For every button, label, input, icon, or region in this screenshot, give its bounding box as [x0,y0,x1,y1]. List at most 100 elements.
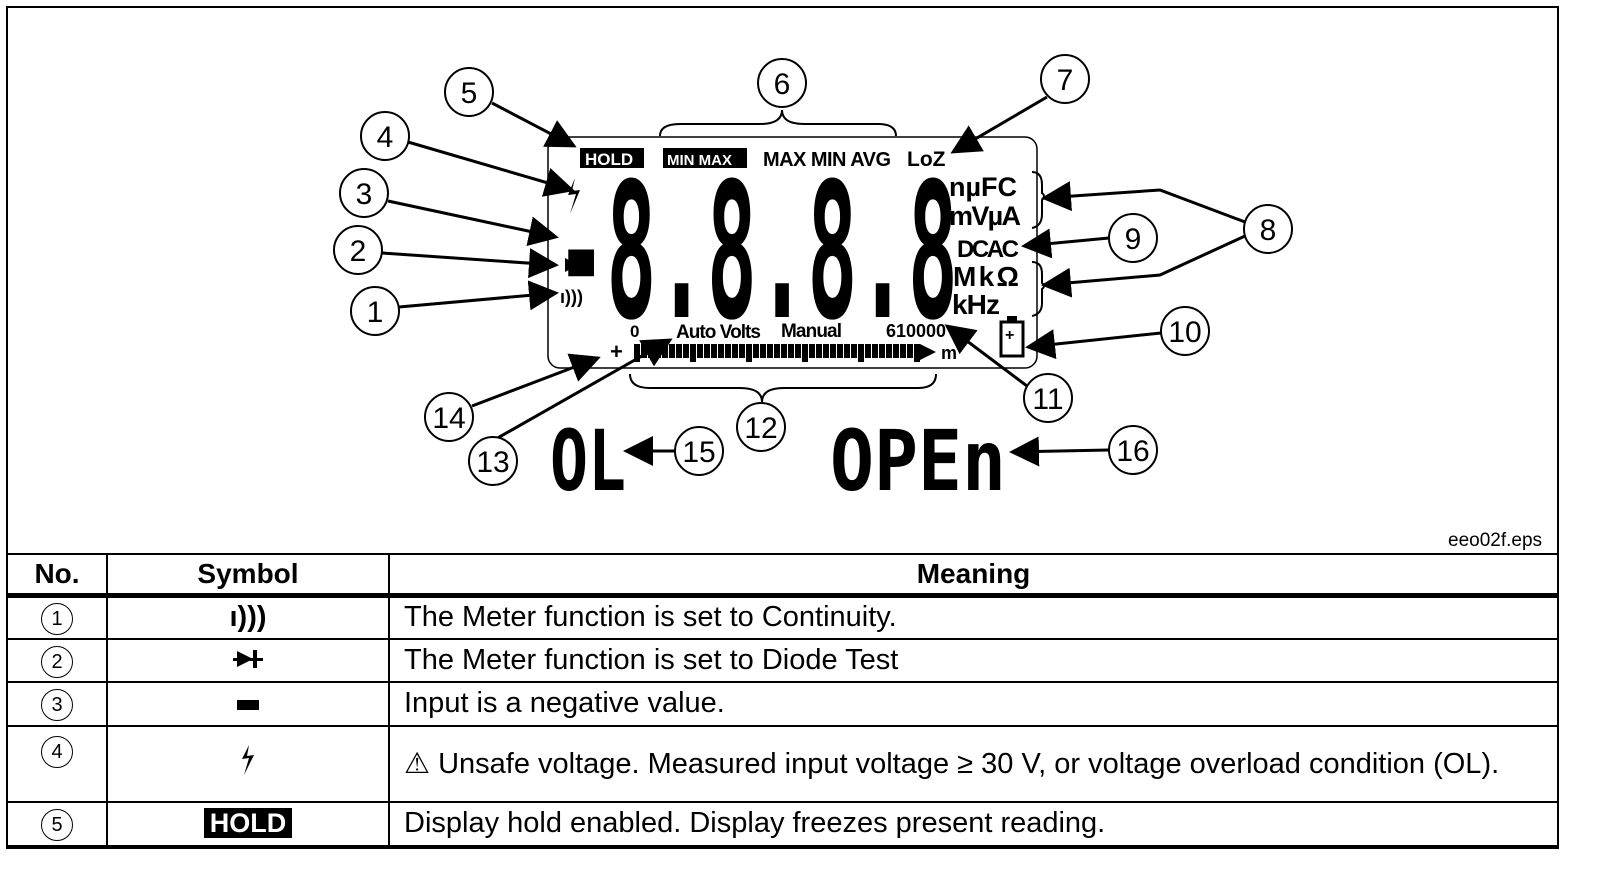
diode-icon [233,649,263,668]
callout-number: 2 [350,235,367,268]
callout-10 [1160,306,1210,356]
bar-overflow-arrow [920,344,936,360]
row-number: 3 [41,689,73,721]
bar-segment [704,344,710,358]
bar-segment [739,344,745,358]
minmax-bg [663,148,747,168]
bar-segment [816,344,822,358]
row-meaning: Input is a negative value. [388,680,1559,727]
row-number: 5 [41,809,73,841]
max-min-avg-indicator: MAX MIN AVG [763,149,891,171]
bar-segment [718,344,724,358]
bar-segment [697,344,703,358]
auto-volts-indicator: Auto Volts [676,322,761,343]
bar-segment [795,344,801,358]
callout-number: 7 [1057,64,1074,97]
manual-indicator: Manual [781,321,842,342]
row-meaning: The Meter function is set to Continuity. [388,594,1559,640]
leader-arrow [387,199,559,247]
callout-number: 11 [1032,383,1063,416]
bar-segment [774,344,780,358]
leader-arrow [1041,181,1246,224]
bar-segment [872,344,878,358]
callout-5 [444,67,494,117]
warning-triangle-icon: ⚠ [404,747,430,780]
bar-segment [662,344,668,358]
bar-unit: m [941,343,957,363]
leader-arrow [944,324,1028,388]
units-row1: nµFC [949,172,1017,202]
callout-leaders [381,95,1246,467]
bar-segment [767,344,773,358]
leader-arrow [472,338,673,454]
callout-number: 14 [432,402,465,435]
callout-14 [424,392,474,442]
callout-3 [339,168,389,218]
leader-arrow [1041,234,1246,298]
brace-units-bottom [1031,261,1045,317]
bar-segment [900,344,906,358]
minmax-indicator: MIN MAX [667,152,732,169]
leader-arrow [1021,228,1110,259]
header-symbol: Symbol [106,553,390,598]
bar-max-label: 610000 [886,321,946,341]
leader-arrow [1009,436,1110,467]
leader-arrow [950,95,1048,154]
bar-segment [711,344,717,358]
callout-6 [757,58,807,108]
svg-text:+: + [1005,327,1014,344]
bar-segment [865,344,871,358]
bar-segment [858,344,864,362]
bar-segment [683,344,689,358]
table-row: 4⚠ Unsafe voltage. Measured input voltag… [6,724,1559,803]
ol-display: OL [550,412,626,510]
bar-segment [669,344,675,358]
brace-units-top [1031,171,1045,229]
bar-segment [725,344,731,358]
leader-arrow [1025,329,1162,360]
callout-13 [468,436,518,486]
open-display: OPEn [830,412,1006,510]
bar-segment [879,344,885,358]
callout-number: 5 [461,77,478,110]
bar-segment [676,344,682,358]
bar-segment [753,344,759,358]
bar-plus-sign: + [610,339,623,364]
leader-arrow [471,353,601,408]
bar-segment [830,344,836,358]
callout-11 [1023,373,1073,423]
callout-number: 9 [1125,223,1142,256]
units-row2: mVµA [949,201,1021,231]
bar-segment [851,344,857,358]
callout-1 [350,286,400,336]
figure-filename: eeo02f.eps [1448,530,1543,551]
continuity-icon: ı))) [229,601,267,634]
row-meaning: Unsafe voltage. Measured input voltage ≥… [438,747,1500,780]
callout-16 [1108,425,1158,475]
units-row3: MkΩ [953,261,1019,292]
figure-frame [6,6,1559,849]
hold-indicator: HOLD [585,150,633,169]
callout-number: 10 [1168,316,1201,349]
bar-segment [886,344,892,358]
bar-segment [893,344,899,358]
bar-segment [781,344,787,358]
bar-segment [746,344,752,362]
callout-number: 8 [1260,214,1277,247]
bar-segment [690,344,696,362]
dcac-indicator: DCAC [957,236,1019,263]
hold-symbol: HOLD [203,808,293,838]
leader-arrow [491,101,577,148]
callout-9 [1108,213,1158,263]
callout-8 [1243,204,1293,254]
callout-number: 13 [476,446,509,479]
callout-15 [674,426,724,476]
row-number: 2 [41,645,73,678]
callout-number: 12 [744,412,777,445]
callout-number: 16 [1116,435,1149,468]
bar-zero-label: 0 [630,322,639,341]
header-no: No. [6,553,108,598]
